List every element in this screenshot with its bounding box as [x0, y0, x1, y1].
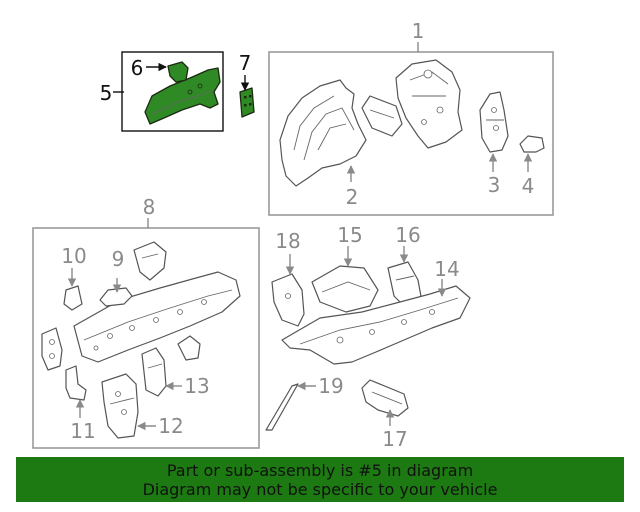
part-8-rail-assembly[interactable] — [73, 271, 241, 363]
callout-3: 3 — [488, 173, 501, 197]
notice-line-1: Part or sub-assembly is #5 in diagram — [166, 461, 474, 480]
callout-11: 11 — [70, 419, 95, 443]
callout-9: 9 — [112, 247, 125, 271]
callout-17: 17 — [382, 427, 407, 451]
part-17-bracket[interactable] — [361, 379, 409, 417]
callout-4: 4 — [522, 174, 535, 198]
part-11-bracket[interactable] — [65, 365, 87, 401]
part-shock-tower[interactable] — [395, 59, 463, 149]
part-15-support[interactable] — [311, 265, 379, 313]
callout-16: 16 — [395, 223, 420, 247]
callout-2: 2 — [346, 185, 359, 209]
callout-5: 5 — [100, 81, 113, 105]
part-small-bracket-8[interactable] — [177, 335, 201, 361]
callout-14: 14 — [434, 257, 459, 281]
part-19-rod[interactable] — [265, 383, 299, 431]
part-apron-brace[interactable] — [361, 95, 403, 137]
part-7-plate[interactable] — [239, 87, 255, 118]
notice-banner: Part or sub-assembly is #5 in diagram Di… — [16, 457, 624, 502]
callout-19: 19 — [318, 374, 343, 398]
part-4-clip[interactable] — [519, 135, 545, 153]
part-3-hinge-pillar[interactable] — [479, 91, 509, 153]
callout-13: 13 — [184, 374, 209, 398]
part-2-wheelhouse[interactable] — [279, 79, 367, 187]
callout-10: 10 — [61, 244, 86, 268]
part-side-plate[interactable] — [41, 327, 63, 371]
notice-line-2: Diagram may not be specific to your vehi… — [142, 480, 498, 499]
part-14-rail[interactable] — [281, 285, 471, 365]
callout-18: 18 — [275, 229, 300, 253]
callout-12: 12 — [158, 414, 183, 438]
callout-6: 6 — [131, 56, 144, 80]
part-9-bracket[interactable] — [99, 287, 133, 307]
callout-1: 1 — [412, 19, 425, 43]
callout-15: 15 — [337, 223, 362, 247]
callout-7: 7 — [239, 51, 252, 75]
part-18-plate[interactable] — [271, 273, 305, 327]
callout-8: 8 — [143, 195, 156, 219]
part-top-bracket[interactable] — [133, 241, 167, 281]
part-12-pillar[interactable] — [101, 373, 139, 439]
part-5-front-rail[interactable] — [144, 67, 221, 125]
part-6-bracket[interactable] — [167, 61, 189, 83]
